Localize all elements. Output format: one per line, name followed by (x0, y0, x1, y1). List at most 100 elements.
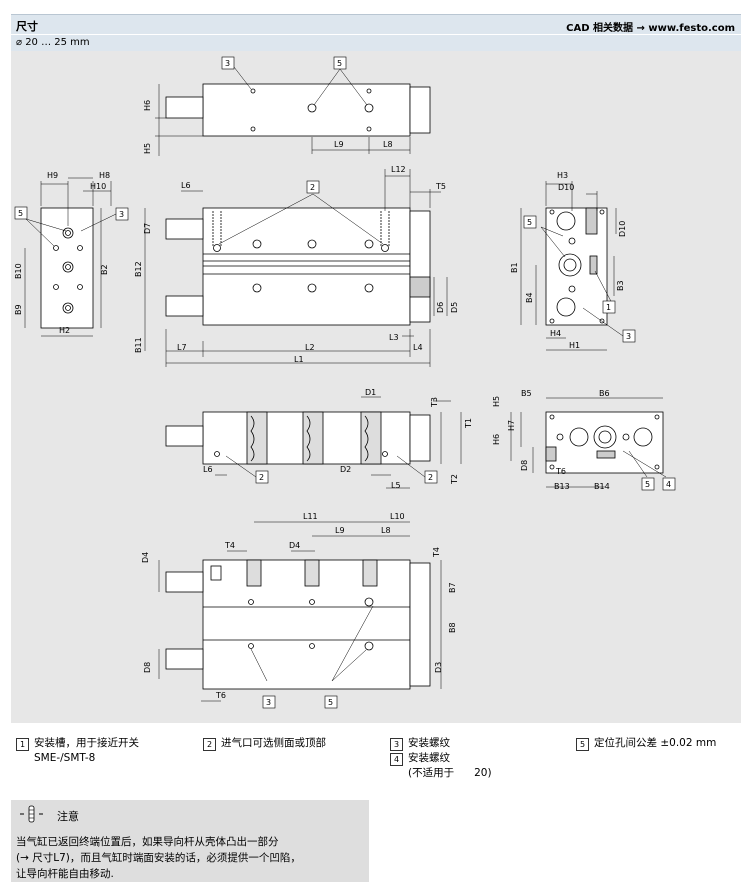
callout-box (306, 180, 320, 194)
dim-H2: H2 (59, 326, 70, 335)
callout-2: 2 (259, 473, 264, 482)
dim-H10: H10 (90, 182, 106, 191)
section-view (165, 396, 462, 489)
dim-B12: B12 (134, 261, 143, 277)
callout-box (14, 206, 28, 220)
callout-box (262, 695, 276, 709)
right-end-labels: H3 D10 D10 5 B1 B3 1 B4 3 H4 H1 (510, 171, 636, 350)
dim-H4: H4 (550, 329, 561, 338)
note-title: 注意 (57, 810, 79, 823)
legend-number: 5 (576, 738, 589, 751)
callout-5: 5 (527, 218, 532, 227)
dim-T2: T2 (450, 474, 459, 485)
legend-text: 安装槽，用于接近开关 SME-/SMT-8 (34, 737, 139, 764)
dim-H5: H5 (143, 143, 152, 154)
dim-B11: B11 (134, 337, 143, 353)
size-range: ⌀ 20 … 25 mm (16, 37, 90, 48)
dim-L9: L9 (335, 526, 345, 535)
callout-box (662, 477, 676, 491)
dim-D4: D4 (289, 541, 300, 550)
left-end-view (24, 177, 117, 337)
dim-T4: T4 (224, 541, 235, 550)
section-header: 尺寸 CAD 相关数据 → www.festo.com (11, 14, 741, 35)
dim-H5: H5 (492, 396, 501, 407)
callout-box (424, 470, 438, 484)
section-title: 尺寸 (16, 20, 38, 33)
callout-box (622, 329, 636, 343)
dim-B5: B5 (521, 389, 532, 398)
dim-D10-vertical: D10 (618, 221, 627, 237)
dim-L7: L7 (177, 343, 187, 352)
dim-B10: B10 (14, 263, 23, 279)
dim-L1: L1 (294, 355, 304, 364)
dim-T6: T6 (555, 467, 566, 476)
dim-L2: L2 (305, 343, 315, 352)
callout-2: 2 (428, 473, 433, 482)
technical-drawing: 3 5 H6 H5 L9 L8 H9 H8 H10 5 3 B10 B9 B2 … (11, 51, 741, 723)
warning-icon (20, 805, 43, 823)
dim-B1: B1 (510, 262, 519, 273)
dim-T4-vertical: T4 (432, 547, 441, 558)
dim-D2: D2 (340, 465, 351, 474)
legend-text: 进气口可选侧面或顶部 (221, 737, 326, 749)
dim-D7: D7 (143, 223, 152, 234)
callout-4: 4 (666, 480, 671, 489)
dim-D1: D1 (365, 388, 376, 397)
legend-number: 3 (390, 738, 403, 751)
dim-T6: T6 (215, 691, 226, 700)
dim-B13: B13 (554, 482, 570, 491)
dim-L8: L8 (383, 140, 393, 149)
dim-D8: D8 (143, 662, 152, 673)
dim-H6: H6 (492, 434, 501, 445)
dim-H3: H3 (557, 171, 568, 180)
dim-H1: H1 (569, 341, 580, 350)
dim-D4-vertical: D4 (141, 552, 150, 563)
dim-L5: L5 (391, 481, 401, 490)
dim-B2: B2 (100, 264, 109, 275)
callout-5: 5 (645, 480, 650, 489)
left-end-labels: H9 H8 H10 5 3 B10 B9 B2 H2 (14, 171, 129, 335)
top-view (155, 66, 431, 156)
callout-3: 3 (626, 332, 631, 341)
dim-B9: B9 (14, 304, 23, 315)
callout-3: 3 (225, 59, 230, 68)
dim-B3: B3 (616, 280, 625, 291)
top-view-labels: 3 5 H6 H5 L9 L8 (143, 56, 393, 154)
dim-B14: B14 (594, 482, 610, 491)
cad-link[interactable]: CAD 相关数据 → www.festo.com (566, 23, 735, 34)
dim-T1: T1 (464, 418, 473, 429)
dim-B6: B6 (599, 389, 610, 398)
note-box: 注意 当气缸已返回终端位置后，如果导向杆从壳体凸出一部分 (→ 尺寸L7)，而且… (11, 800, 369, 882)
side-view-labels: L6 2 L12 T5 D7 B12 B11 D6 D5 L3 L7 L2 L4… (134, 165, 459, 364)
dim-D3: D3 (434, 662, 443, 673)
callout-box (523, 215, 537, 229)
dim-D8: D8 (520, 460, 529, 471)
dim-B4: B4 (525, 292, 534, 303)
callout-box (333, 56, 347, 70)
dim-D5: D5 (450, 302, 459, 313)
callout-5: 5 (328, 698, 333, 707)
dim-L12: L12 (391, 165, 406, 174)
dim-H7: H7 (507, 420, 516, 431)
legend-number: 4 (390, 753, 403, 766)
dim-D10: D10 (558, 183, 574, 192)
callout-box (255, 470, 269, 484)
legend-number: 1 (16, 738, 29, 751)
legend-text: 定位孔间公差 ±0.02 mm (594, 737, 717, 749)
callout-3: 3 (119, 210, 124, 219)
dim-B7: B7 (448, 582, 457, 593)
dim-L6: L6 (203, 465, 213, 474)
dim-T3: T3 (430, 397, 439, 408)
dim-B8: B8 (448, 622, 457, 633)
dim-L11: L11 (303, 512, 318, 521)
section-view-labels: D1 T3 T1 L6 2 D2 2 L5 T2 (203, 388, 473, 490)
legend-text: 安装螺纹 (不适用于 20) (408, 752, 492, 779)
legend-item-1: 1 安装槽，用于接近开关 SME-/SMT-8 (16, 736, 191, 766)
dim-H8: H8 (99, 171, 110, 180)
drawing-svg: 3 5 H6 H5 L9 L8 H9 H8 H10 5 3 B10 B9 B2 … (14, 56, 676, 709)
size-range-bar: ⌀ 20 … 25 mm (11, 34, 741, 51)
callout-box (221, 56, 235, 70)
bottom-view-labels: L11 L10 L9 L8 T4 D4 D4 T4 B7 B8 D8 D3 T6… (141, 512, 457, 709)
legend-item-4: 4 安装螺纹 (不适用于 20) (390, 751, 570, 781)
